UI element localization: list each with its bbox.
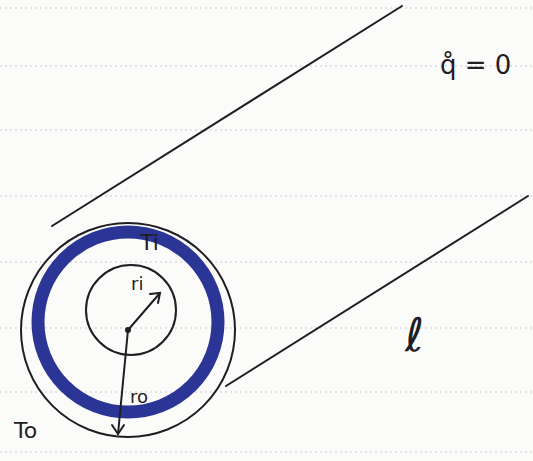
length-label: ℓ — [405, 312, 424, 358]
inner-radius-arrow — [128, 293, 160, 330]
outer-temperature-label: To — [14, 420, 37, 442]
inner-circle — [86, 265, 176, 355]
center-dot — [126, 328, 130, 332]
outer-radius-label: ro — [130, 388, 148, 406]
inner-radius-label: ri — [131, 275, 143, 293]
arrow-head — [150, 293, 160, 303]
outer-radius-arrow — [118, 330, 128, 434]
arrow-head — [112, 425, 124, 434]
pipe-bottom-edge — [226, 196, 528, 386]
inner-temperature-label: Ti — [140, 232, 159, 254]
heat-generation-label: q̊ = 0 — [440, 52, 511, 78]
insulation-ring — [38, 232, 218, 412]
pipe-top-edge — [52, 6, 402, 226]
notebook-rules — [0, 8, 533, 452]
outer-circle — [21, 223, 235, 437]
